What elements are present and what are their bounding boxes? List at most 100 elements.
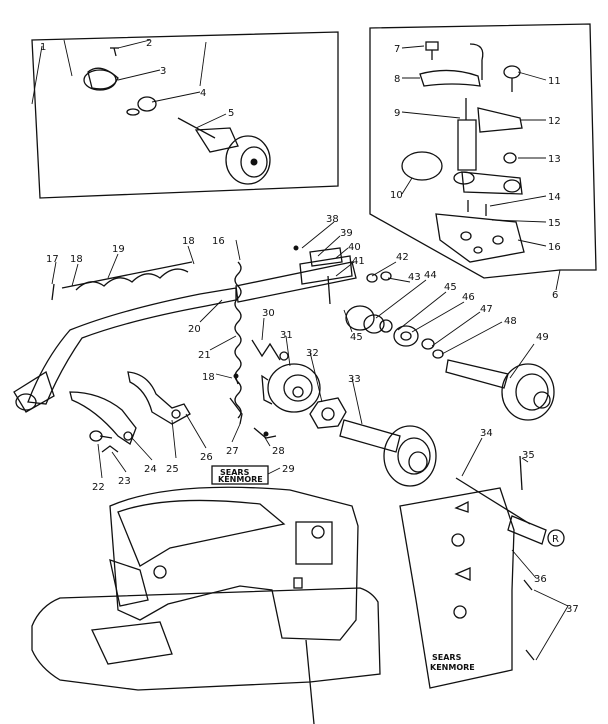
- callout-20: 20: [188, 324, 201, 335]
- part-16-bracket: [435, 213, 525, 263]
- callout-31: 31: [280, 330, 293, 341]
- callout-23: 23: [118, 476, 131, 487]
- callout-37: 37: [566, 604, 579, 615]
- part-11-screw: [503, 65, 521, 92]
- part-38-40-assembly: [293, 245, 353, 305]
- callout-18b: 18: [182, 236, 195, 247]
- part-13-nut: [503, 152, 517, 164]
- part-44-cam: [345, 305, 393, 334]
- part-21-vertical-spring: [234, 261, 242, 419]
- callout-39: 39: [340, 228, 353, 239]
- callout-16b: 16: [212, 236, 225, 247]
- callout-46: 46: [462, 292, 475, 303]
- callout-40: 40: [348, 242, 361, 253]
- part-32-nut: [309, 397, 347, 429]
- part-37-screws: [523, 579, 535, 661]
- callout-43: 43: [408, 272, 421, 283]
- nameplate-line1: SEARS: [220, 468, 250, 477]
- callout-3: 3: [160, 66, 166, 77]
- part-4-bobbin: [126, 96, 157, 116]
- part-23-spring: [101, 445, 119, 453]
- part-26-27-link: [229, 397, 277, 439]
- callout-45a: 45: [444, 282, 457, 293]
- inset-box-top-right: [369, 23, 597, 291]
- callout-36: 36: [534, 574, 547, 585]
- part-33-handwheel-shaft: [339, 419, 437, 487]
- callout-11: 11: [548, 76, 561, 87]
- part-2-screw: [110, 47, 119, 57]
- callout-1: 1: [40, 42, 46, 53]
- callout-28: 28: [272, 446, 285, 457]
- part-9-feed-dog-assembly: [453, 98, 523, 195]
- callout-27: 27: [226, 446, 239, 457]
- leader-lines: [51, 221, 569, 661]
- part-7-screw: [425, 41, 439, 60]
- callout-24: 24: [144, 464, 157, 475]
- part-29-nameplate: SEARS KENMORE: [211, 465, 269, 485]
- callout-numbers: 1 2 3 4 5 6 7 8 9 10 11 12 13 14 15 16 1…: [40, 38, 579, 615]
- callout-25: 25: [166, 464, 179, 475]
- part-49-shaft: [445, 359, 555, 421]
- callout-6: 6: [552, 290, 558, 301]
- part-3-bobbin-case: [83, 67, 119, 91]
- callout-49: 49: [536, 332, 549, 343]
- dial-letter: R: [552, 534, 559, 545]
- callout-42: 42: [396, 252, 409, 263]
- callout-48: 48: [504, 316, 517, 327]
- part-30-spring-guide: [251, 339, 289, 361]
- callout-44: 44: [424, 270, 437, 281]
- callout-17: 17: [46, 254, 59, 265]
- part-10-ring: [401, 151, 443, 181]
- callout-14: 14: [548, 192, 561, 203]
- callout-30: 30: [262, 308, 275, 319]
- callout-16a: 16: [548, 242, 561, 253]
- part-36-face-plate: SEARS KENMORE: [399, 487, 515, 689]
- callout-9: 9: [394, 108, 400, 119]
- inset-box-top-left: [31, 31, 339, 199]
- callout-15: 15: [548, 218, 561, 229]
- part-42-43-washers: [366, 271, 392, 283]
- callout-47: 47: [480, 304, 493, 315]
- callout-32: 32: [306, 348, 319, 359]
- callout-10: 10: [390, 190, 403, 201]
- callout-12: 12: [548, 116, 561, 127]
- part-19-spring-rod: [51, 261, 193, 301]
- callout-38: 38: [326, 214, 339, 225]
- part-25-lever: [127, 371, 191, 425]
- callout-41: 41: [352, 256, 365, 267]
- part-18-pin: [233, 373, 239, 385]
- callout-21: 21: [198, 350, 211, 361]
- callout-29: 29: [282, 464, 295, 475]
- panel-plate-line2: KENMORE: [430, 663, 475, 672]
- nameplate-line2: KENMORE: [218, 475, 263, 484]
- part-22-screw: [89, 430, 113, 442]
- part-20-arm: [13, 261, 357, 413]
- callout-34: 34: [480, 428, 493, 439]
- part-31-pulley: [261, 363, 321, 413]
- callout-7: 7: [394, 44, 400, 55]
- callout-18c: 18: [202, 372, 215, 383]
- part-8-link: [419, 43, 484, 87]
- callout-18a: 18: [70, 254, 83, 265]
- machine-body: [109, 486, 359, 641]
- callout-35: 35: [522, 450, 535, 461]
- part-35-screw: [519, 455, 523, 491]
- inset-leaders-left: [31, 39, 227, 129]
- callout-45b: 45: [350, 332, 363, 343]
- callout-33: 33: [348, 374, 361, 385]
- part-5-hook-shuttle: [177, 117, 271, 185]
- part-34-rod: R: [455, 477, 565, 547]
- inset-leaders-right: [401, 45, 547, 247]
- callout-19: 19: [112, 244, 125, 255]
- callout-4: 4: [200, 88, 206, 99]
- callout-2: 2: [146, 38, 152, 49]
- part-46-48-washers: [393, 325, 444, 359]
- callout-8: 8: [394, 74, 400, 85]
- panel-plate-line1: SEARS: [432, 653, 462, 662]
- part-14-screws: [467, 200, 487, 216]
- callout-22: 22: [92, 482, 105, 493]
- callout-5: 5: [228, 108, 234, 119]
- part-24-lever: [69, 391, 137, 445]
- callout-13: 13: [548, 154, 561, 165]
